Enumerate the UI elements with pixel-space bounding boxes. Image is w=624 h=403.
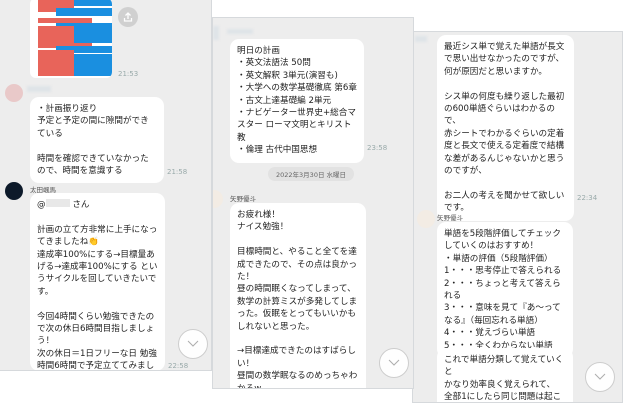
avatar [5, 84, 23, 102]
blurred-avatar [213, 26, 219, 40]
blurred-name [27, 86, 51, 92]
message-bubble: ・計画振り返り 予定と予定の間に隙間ができている 時間を確認できていなかったので… [30, 97, 164, 184]
mention-suffix: さん [72, 200, 90, 210]
scroll-down-button[interactable] [379, 348, 409, 378]
avatar [5, 182, 23, 200]
schedule-block [38, 18, 92, 23]
scroll-down-button[interactable] [178, 329, 208, 359]
schedule-block [74, 0, 112, 6]
schedule-block [56, 23, 112, 28]
message-time: 22:34 [577, 194, 598, 202]
message-bubble: 明日の計画 ・英文法語法 50問 ・英文解釈 3単元(演習も) ・大学への数学基… [230, 39, 364, 163]
schedule-block [56, 54, 74, 76]
message-bubble: 最近シス単で覚えた単語が長文で思い出せなかったのですが、何が原因だと思いますか。… [437, 35, 574, 221]
chat-screenshot-2: 明日の計画 ・英文法語法 50問 ・英文解釈 3単元(演習も) ・大学への数学基… [212, 17, 414, 389]
schedule-block [38, 0, 74, 4]
chevron-down-icon [187, 340, 199, 347]
message-time: 21:58 [167, 168, 188, 176]
sender-name: 太田颯馬 [30, 186, 56, 194]
sender-name: 矢野優斗 [230, 195, 256, 203]
avatar [213, 190, 223, 208]
chevron-down-icon [388, 359, 400, 366]
blurred-mention [45, 199, 70, 207]
schedule-block [56, 8, 112, 16]
schedule-chart [38, 0, 112, 76]
blurred-name [227, 29, 253, 34]
message-bubble: 単語を5段階評価してチェックしていくのはおすすめ！ ・単語の評価（5段階評価） … [437, 222, 573, 359]
message-time: 23:58 [367, 144, 388, 152]
schedule-block [74, 26, 112, 43]
schedule-block [74, 54, 112, 76]
message-bubble: これで単語分類して覚えていくと かなり効率良く覚えられて、 全部1にしたら同じ問… [437, 348, 573, 402]
message-time: 21:53 [118, 70, 139, 78]
blurred-avatar [415, 36, 427, 42]
scroll-down-button[interactable] [585, 362, 615, 392]
message-bubble: お疲れ様！ ナイス勉強！ 目標時間と、やること全てを達成できたので、その点は良か… [230, 203, 366, 388]
avatar [417, 210, 435, 228]
message-bubble: @ さん 計画の立て方非常に上手になってきましたね👏 達成率100%にする→目標… [30, 193, 165, 371]
schedule-image[interactable] [30, 0, 112, 78]
sender-name: 矢野優斗 [437, 214, 463, 222]
schedule-block [56, 46, 112, 53]
message-text: 計画の立て方非常に上手になってきましたね👏 達成率100%にする→目標量あげる→… [37, 224, 158, 371]
chat-screenshot-3: 最近シス単で覚えた単語が長文で思い出せなかったのですが、何が原因だと思いますか。… [412, 31, 623, 403]
share-button[interactable] [118, 7, 138, 27]
date-separator: 2022年3月30日 水曜日 [268, 167, 355, 181]
chat-screenshot-1: 21:53 ・計画振り返り 予定と予定の間に隙間ができている 時間を確認できてい… [0, 0, 212, 371]
chevron-down-icon [594, 373, 606, 380]
message-time: 22:58 [168, 362, 189, 370]
share-icon [123, 12, 133, 22]
